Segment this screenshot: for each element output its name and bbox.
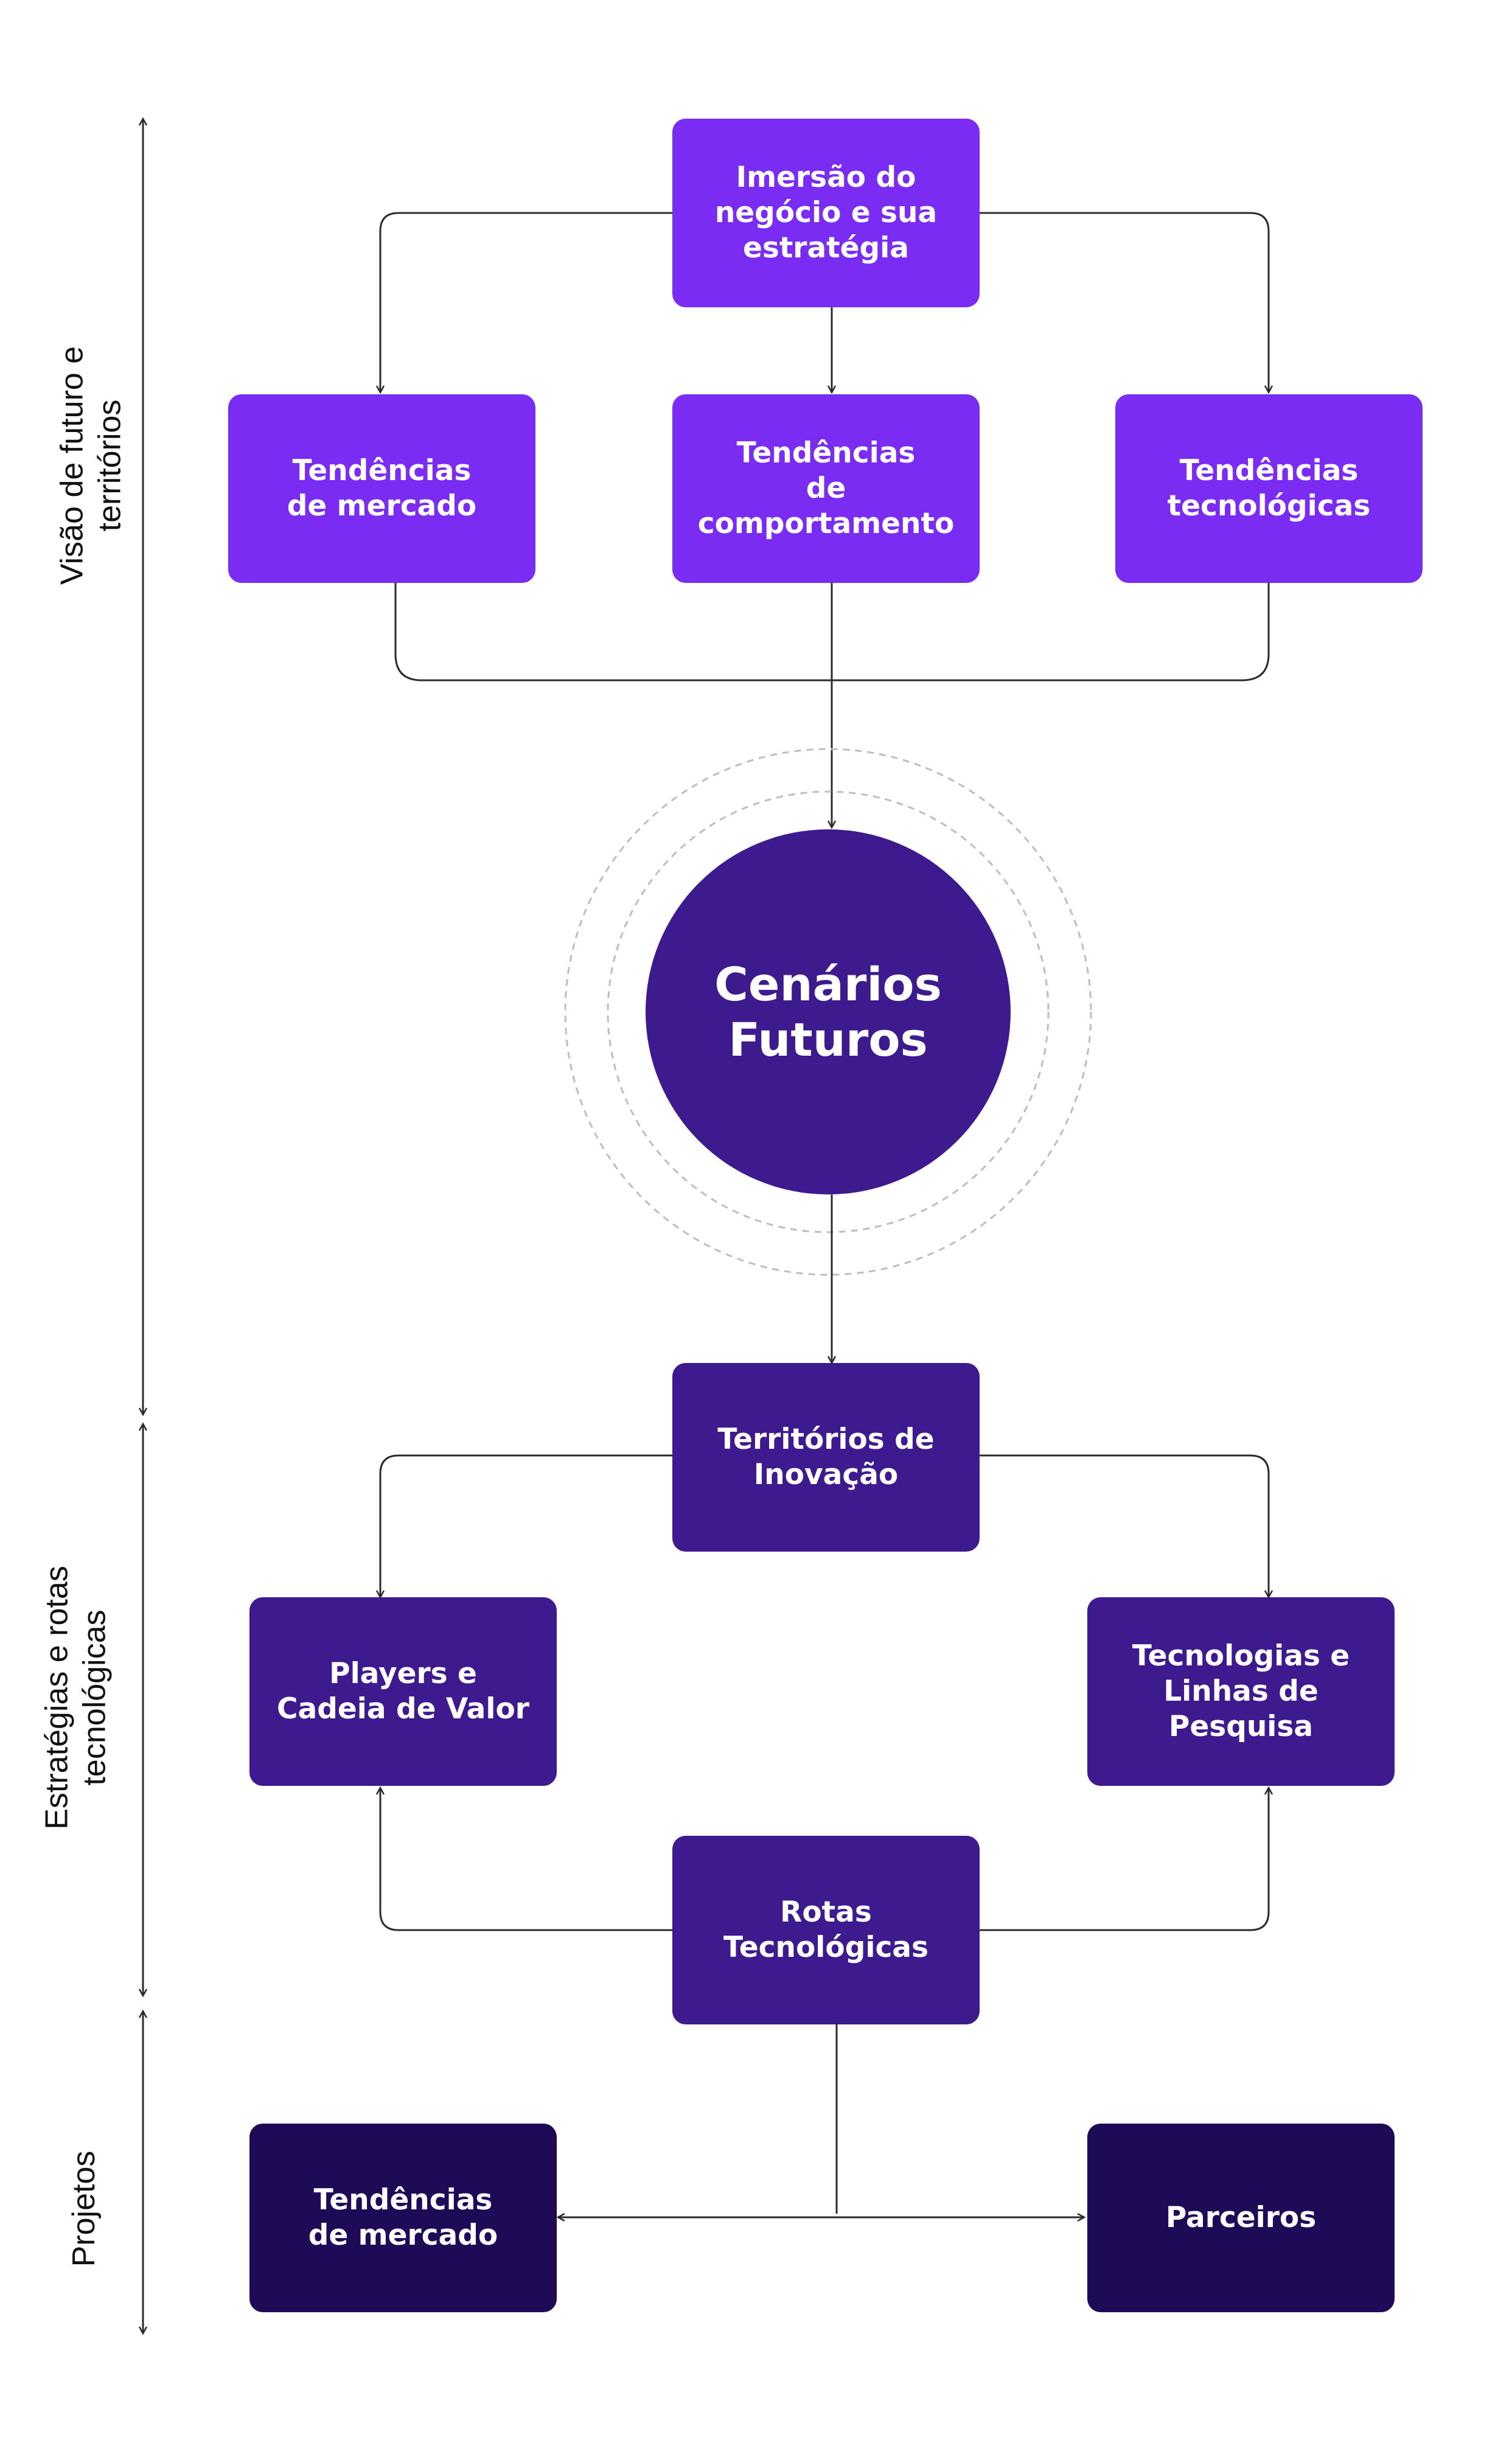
node-tech-routes: Rotas Tecnológicas bbox=[672, 1836, 980, 2024]
node-project-market-trends: Tendências de mercado bbox=[249, 2124, 557, 2312]
section-label-projects: Projetos bbox=[66, 2150, 102, 2267]
connector-immersion-market bbox=[380, 212, 672, 392]
connector-routes-players bbox=[380, 1788, 672, 1931]
node-future-scenarios: Cenários Futuros bbox=[646, 829, 1011, 1194]
scenario-ring-outer bbox=[564, 748, 1092, 1276]
section-label-vision: Visão de futuro e territórios bbox=[54, 346, 128, 585]
node-behavior-trends: Tendências de comportamento bbox=[672, 394, 980, 583]
scenario-ring-inner bbox=[607, 790, 1050, 1233]
node-partners: Parceiros bbox=[1087, 2124, 1395, 2312]
node-market-trends: Tendências de mercado bbox=[228, 394, 535, 583]
connector-territories-technologies bbox=[980, 1454, 1269, 1597]
node-players-value-chain: Players e Cadeia de Valor bbox=[249, 1597, 557, 1786]
node-tech-trends: Tendências tecnológicas bbox=[1115, 394, 1423, 583]
connector-immersion-tech bbox=[980, 212, 1269, 392]
node-innovation-territories: Territórios de Inovação bbox=[672, 1363, 980, 1552]
connector-routes-technologies bbox=[980, 1788, 1269, 1931]
node-technologies-research: Tecnologias e Linhas de Pesquisa bbox=[1087, 1597, 1395, 1786]
section-label-strategies: Estratégias e rotas tecnológicas bbox=[39, 1566, 113, 1830]
connector-territories-players bbox=[380, 1454, 672, 1597]
node-business-immersion: Imersão do negócio e sua estratégia bbox=[672, 119, 980, 307]
